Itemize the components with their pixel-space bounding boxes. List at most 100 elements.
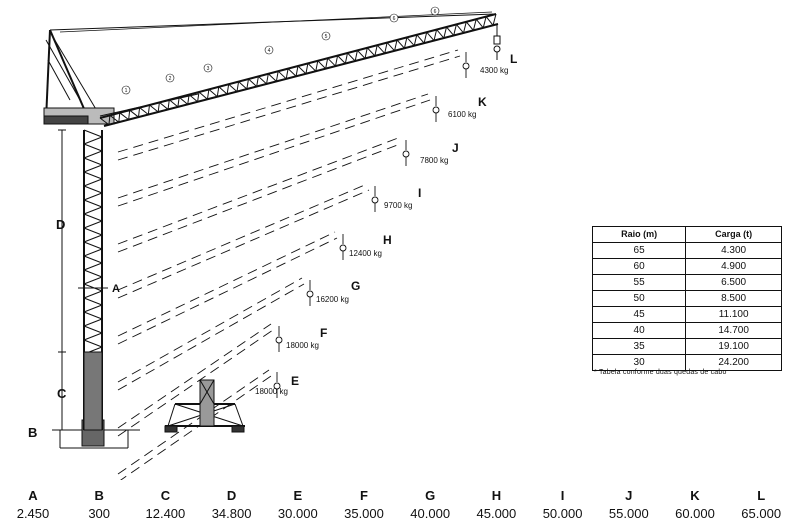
- jib-brace: [226, 84, 230, 95]
- jib-brace: [167, 99, 170, 110]
- mast-brace: [83, 227, 103, 236]
- jib-brace: [406, 37, 415, 47]
- jib-brace: [108, 115, 111, 125]
- hook-icon: [432, 106, 440, 114]
- jib-brace: [315, 60, 319, 72]
- label-a: A: [112, 283, 120, 295]
- jib-brace: [305, 63, 309, 74]
- jib-brace: [137, 107, 141, 118]
- dimension-letter: I: [560, 488, 565, 503]
- dimension-line-height: [58, 129, 108, 431]
- label-c: C: [57, 386, 67, 401]
- jib-brace: [472, 19, 477, 31]
- mast-brace: [83, 339, 103, 348]
- label-l: L: [510, 52, 517, 66]
- jib-brace: [443, 26, 447, 39]
- mast-brace: [83, 311, 103, 320]
- ghost-jib: [117, 137, 399, 245]
- cell-carga: 4.300: [685, 242, 782, 259]
- jib-brace: [384, 42, 388, 54]
- dimension-value: 50.000: [542, 506, 583, 521]
- mast-brace: [83, 241, 103, 250]
- jib-brace: [433, 29, 438, 41]
- dimension-value: 35.000: [344, 506, 384, 521]
- ghost-jib: [117, 369, 270, 475]
- jib-brace: [386, 42, 395, 52]
- jib-brace: [118, 112, 121, 123]
- mast-brace: [83, 304, 103, 313]
- jib-brace: [246, 78, 249, 90]
- hook-icon: [462, 62, 470, 70]
- jib-brace: [492, 13, 497, 26]
- dimension-letter: C: [160, 488, 171, 503]
- ghost-jib: [117, 93, 429, 199]
- jib-brace: [413, 34, 418, 46]
- jib-brace: [423, 32, 428, 44]
- dimension-value: 2.450: [16, 506, 50, 521]
- jib-brace: [297, 65, 307, 75]
- mast-brace: [83, 150, 103, 159]
- jib-brace: [396, 39, 405, 49]
- cell-raio: 30: [591, 354, 687, 371]
- jib-brace: [177, 97, 180, 107]
- jib-brace: [325, 58, 329, 69]
- label-h: H: [383, 233, 392, 247]
- cell-carga: 8.500: [685, 290, 782, 307]
- mast-brace: [83, 269, 103, 278]
- mast-brace: [83, 178, 103, 187]
- dimension-letter: K: [690, 488, 700, 503]
- cell-carga: 6.500: [685, 274, 782, 291]
- jib-brace: [266, 73, 269, 85]
- label-b: B: [28, 425, 37, 440]
- label-g: G: [351, 279, 360, 293]
- mast-brace: [83, 234, 103, 243]
- jib-brace: [159, 102, 169, 110]
- jib-brace: [238, 81, 248, 90]
- ghost-jib: [117, 55, 461, 161]
- cell-carga: 11.100: [685, 306, 782, 323]
- hook-icon: [402, 150, 410, 158]
- jib-brace: [465, 21, 474, 31]
- mast-brace: [83, 171, 103, 180]
- cell-carga: 24.200: [685, 354, 782, 371]
- mast-brace: [83, 213, 103, 222]
- jib-brace: [216, 86, 220, 97]
- dimension-value: 300: [88, 506, 111, 521]
- dimension-value: 40.000: [410, 506, 451, 521]
- crane-drawing: 1 2 3 4 5 6 6 D A C B L 4300 kg K 6100 k…: [28, 6, 517, 480]
- label-e: E: [291, 374, 299, 388]
- jib-brace: [337, 55, 346, 64]
- hook-icon: [275, 336, 283, 344]
- jib-brace: [317, 60, 326, 69]
- dimension-letter: A: [28, 488, 38, 503]
- mast-brace: [83, 199, 103, 208]
- hook-icon: [371, 196, 379, 204]
- mast-brace: [83, 143, 103, 152]
- ghost-jib: [117, 99, 431, 207]
- jib-brace: [307, 63, 317, 72]
- load-f: 18000 kg: [286, 341, 319, 350]
- part-number-markers: 1 2 3 4 5 6 6: [121, 6, 440, 95]
- dimension-item: A 2.450: [0, 487, 66, 523]
- label-d: D: [56, 217, 65, 232]
- cell-raio: 35: [591, 338, 687, 355]
- mast-brace: [83, 164, 103, 173]
- load-e: 18000 kg: [255, 387, 288, 396]
- label-f: F: [320, 326, 327, 340]
- svg-text:1: 1: [125, 88, 128, 94]
- jib-brace: [453, 24, 457, 36]
- mast-brace: [83, 325, 103, 334]
- hook-l: [493, 24, 501, 60]
- jib-brace: [436, 29, 445, 39]
- svg-text:5: 5: [325, 34, 328, 40]
- jib-brace: [394, 39, 398, 51]
